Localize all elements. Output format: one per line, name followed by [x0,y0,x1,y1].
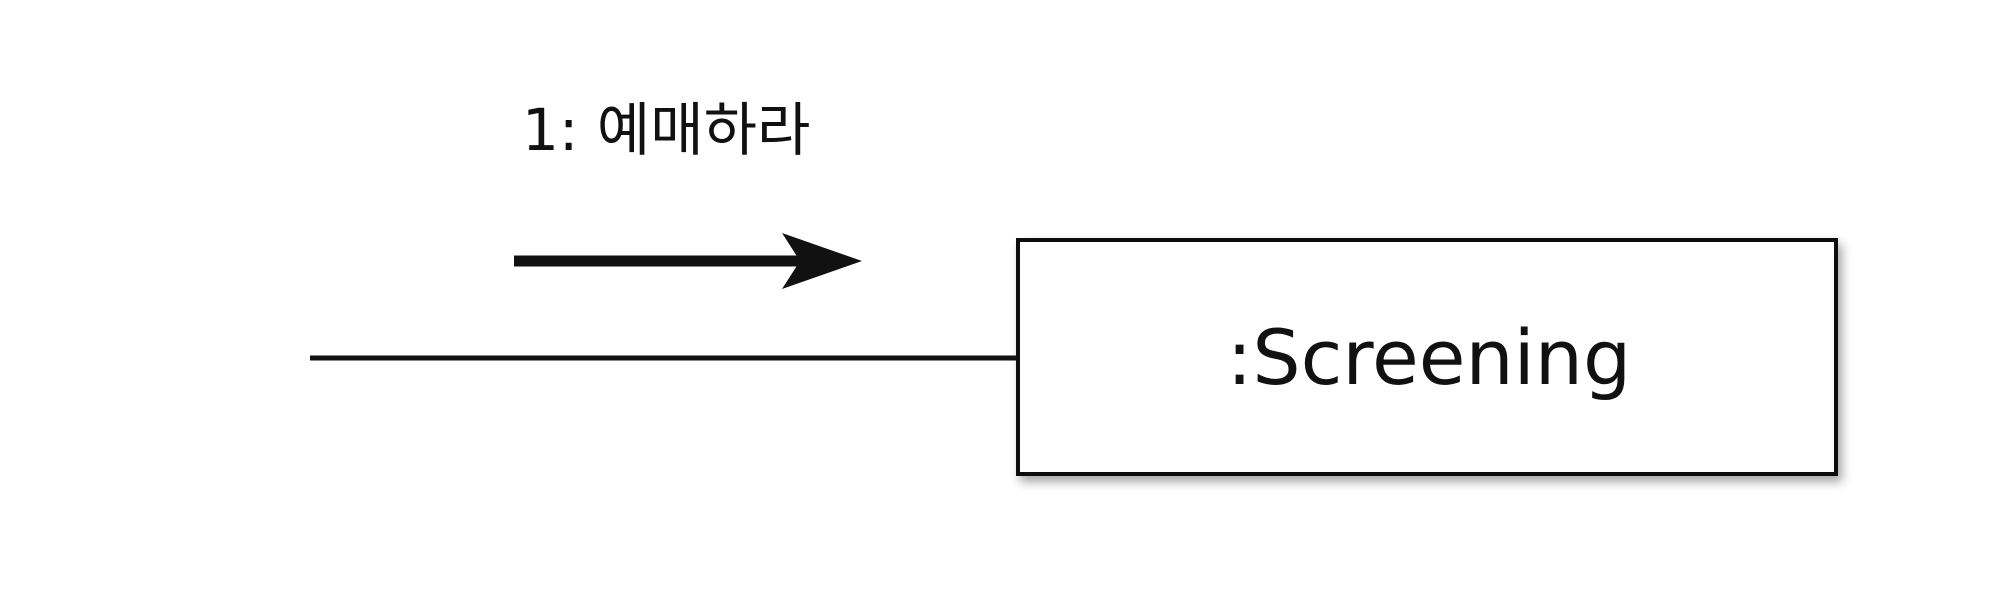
message-arrow-head [782,233,862,289]
object-rectangle [1016,238,1838,476]
message-label: 1: 예매하라 [522,96,810,164]
object-label: :Screening [1227,313,1631,402]
message-arrow [514,233,862,289]
object-box: :Screening [1016,238,1838,476]
